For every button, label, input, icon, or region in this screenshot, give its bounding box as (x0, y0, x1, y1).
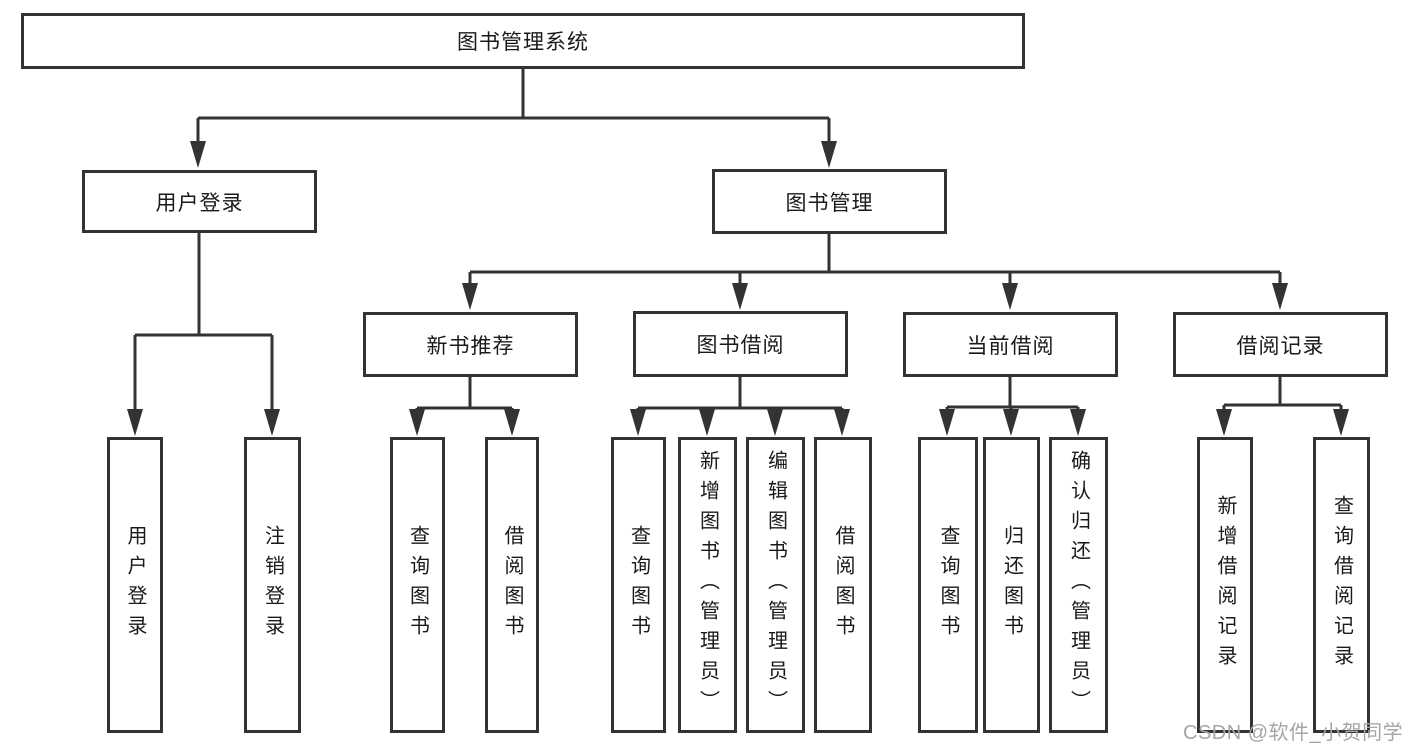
leaf-logout: 注销登录 (244, 437, 301, 733)
node-borrow-records: 借阅记录 (1173, 312, 1388, 377)
node-root-label: 图书管理系统 (457, 31, 589, 54)
leaf-add-borrow-record-label: 新增借阅记录 (1214, 495, 1236, 675)
leaf-return-books-label: 归还图书 (1000, 525, 1023, 645)
leaf-query-borrow-record-label: 查询借阅记录 (1330, 495, 1353, 675)
leaf-logout-label: 注销登录 (261, 525, 284, 645)
leaf-query-books-recommend: 查询图书 (390, 437, 445, 733)
leaf-confirm-return-admin-label: 确认归还（管理员） (1067, 450, 1090, 720)
leaf-confirm-return-admin: 确认归还（管理员） (1049, 437, 1108, 733)
node-book-management: 图书管理 (712, 169, 947, 234)
leaf-add-borrow-record: 新增借阅记录 (1197, 437, 1253, 733)
leaf-query-books-borrow-label: 查询图书 (627, 525, 650, 645)
node-user-login-label: 用户登录 (155, 191, 244, 215)
leaf-add-books-admin: 新增图书（管理员） (678, 437, 737, 733)
node-user-login: 用户登录 (82, 170, 317, 233)
node-borrow-records-label: 借阅记录 (1236, 334, 1325, 358)
leaf-add-books-admin-label: 新增图书（管理员） (696, 450, 719, 720)
leaf-query-books-current-label: 查询图书 (937, 525, 959, 645)
node-new-book-recommend-label: 新书推荐 (426, 334, 515, 358)
node-current-borrow-label: 当前借阅 (966, 334, 1055, 358)
node-book-borrow: 图书借阅 (633, 311, 848, 377)
csdn-watermark: CSDN @软件_小贺同学 (1183, 722, 1404, 744)
leaf-user-login-label: 用户登录 (124, 525, 146, 645)
node-current-borrow: 当前借阅 (903, 312, 1118, 377)
node-book-borrow-label: 图书借阅 (696, 334, 785, 357)
leaf-edit-books-admin-label: 编辑图书（管理员） (764, 450, 787, 720)
leaf-query-borrow-record: 查询借阅记录 (1313, 437, 1370, 733)
leaf-return-books: 归还图书 (983, 437, 1040, 733)
node-root: 图书管理系统 (21, 13, 1025, 69)
leaf-query-books-borrow: 查询图书 (611, 437, 666, 733)
leaf-edit-books-admin: 编辑图书（管理员） (746, 437, 805, 733)
leaf-borrow-books: 借阅图书 (814, 437, 872, 733)
node-new-book-recommend: 新书推荐 (363, 312, 578, 377)
node-book-management-label: 图书管理 (785, 191, 874, 215)
leaf-user-login: 用户登录 (107, 437, 163, 733)
leaf-borrow-books-recommend-label: 借阅图书 (501, 525, 523, 645)
leaf-borrow-books-recommend: 借阅图书 (485, 437, 539, 733)
leaf-query-books-recommend-label: 查询图书 (406, 525, 429, 645)
leaf-query-books-current: 查询图书 (918, 437, 978, 733)
leaf-borrow-books-label: 借阅图书 (832, 525, 854, 645)
